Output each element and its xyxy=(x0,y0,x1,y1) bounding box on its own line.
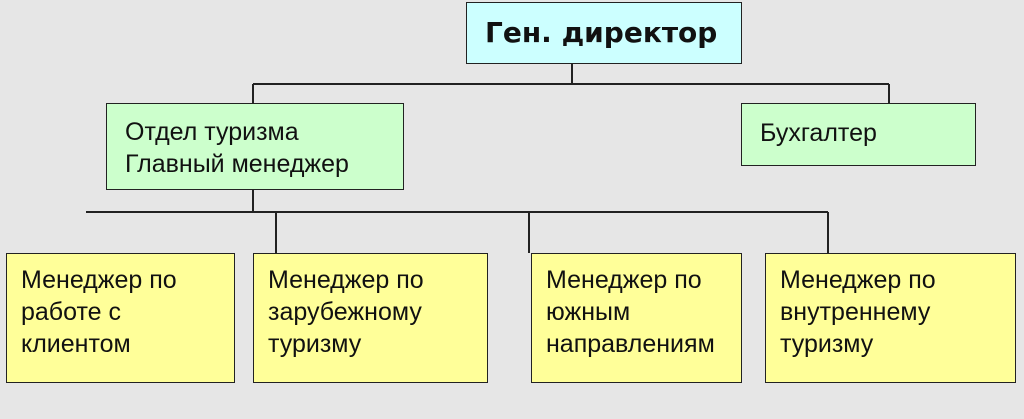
manager-foreign-tourism-box: Менеджер по зарубежному туризму xyxy=(253,253,488,383)
accountant-box: Бухгалтер xyxy=(741,103,976,166)
tourism-department-box: Отдел туризма Главный менеджер xyxy=(106,103,404,190)
chief-manager-label: Главный менеджер xyxy=(125,150,349,178)
manager-box-line: туризму xyxy=(780,330,874,358)
manager-box-line: работе с xyxy=(21,298,121,326)
manager-box-line: южным xyxy=(546,298,631,326)
manager-box-line: клиентом xyxy=(21,330,131,358)
manager-box-line: зарубежному xyxy=(268,298,422,326)
manager-box-line: внутреннему xyxy=(780,298,931,326)
tourism-department-label: Отдел туризма xyxy=(125,118,299,146)
manager-box-line: Менеджер по xyxy=(268,266,424,294)
manager-client-work-box: Менеджер по работе с клиентом xyxy=(6,253,235,383)
manager-box-line: туризму xyxy=(268,330,362,358)
manager-southern-directions-box: Менеджер по южным направлениям xyxy=(531,253,742,383)
accountant-label: Бухгалтер xyxy=(760,119,877,147)
manager-box-line: Менеджер по xyxy=(21,266,177,294)
manager-box-line: Менеджер по xyxy=(546,266,702,294)
manager-domestic-tourism-box: Менеджер по внутреннему туризму xyxy=(765,253,1016,383)
manager-box-line: направлениям xyxy=(546,330,715,358)
ceo-box: Ген. директор xyxy=(466,2,742,64)
ceo-label: Ген. директор xyxy=(485,16,718,49)
manager-box-line: Менеджер по xyxy=(780,266,936,294)
